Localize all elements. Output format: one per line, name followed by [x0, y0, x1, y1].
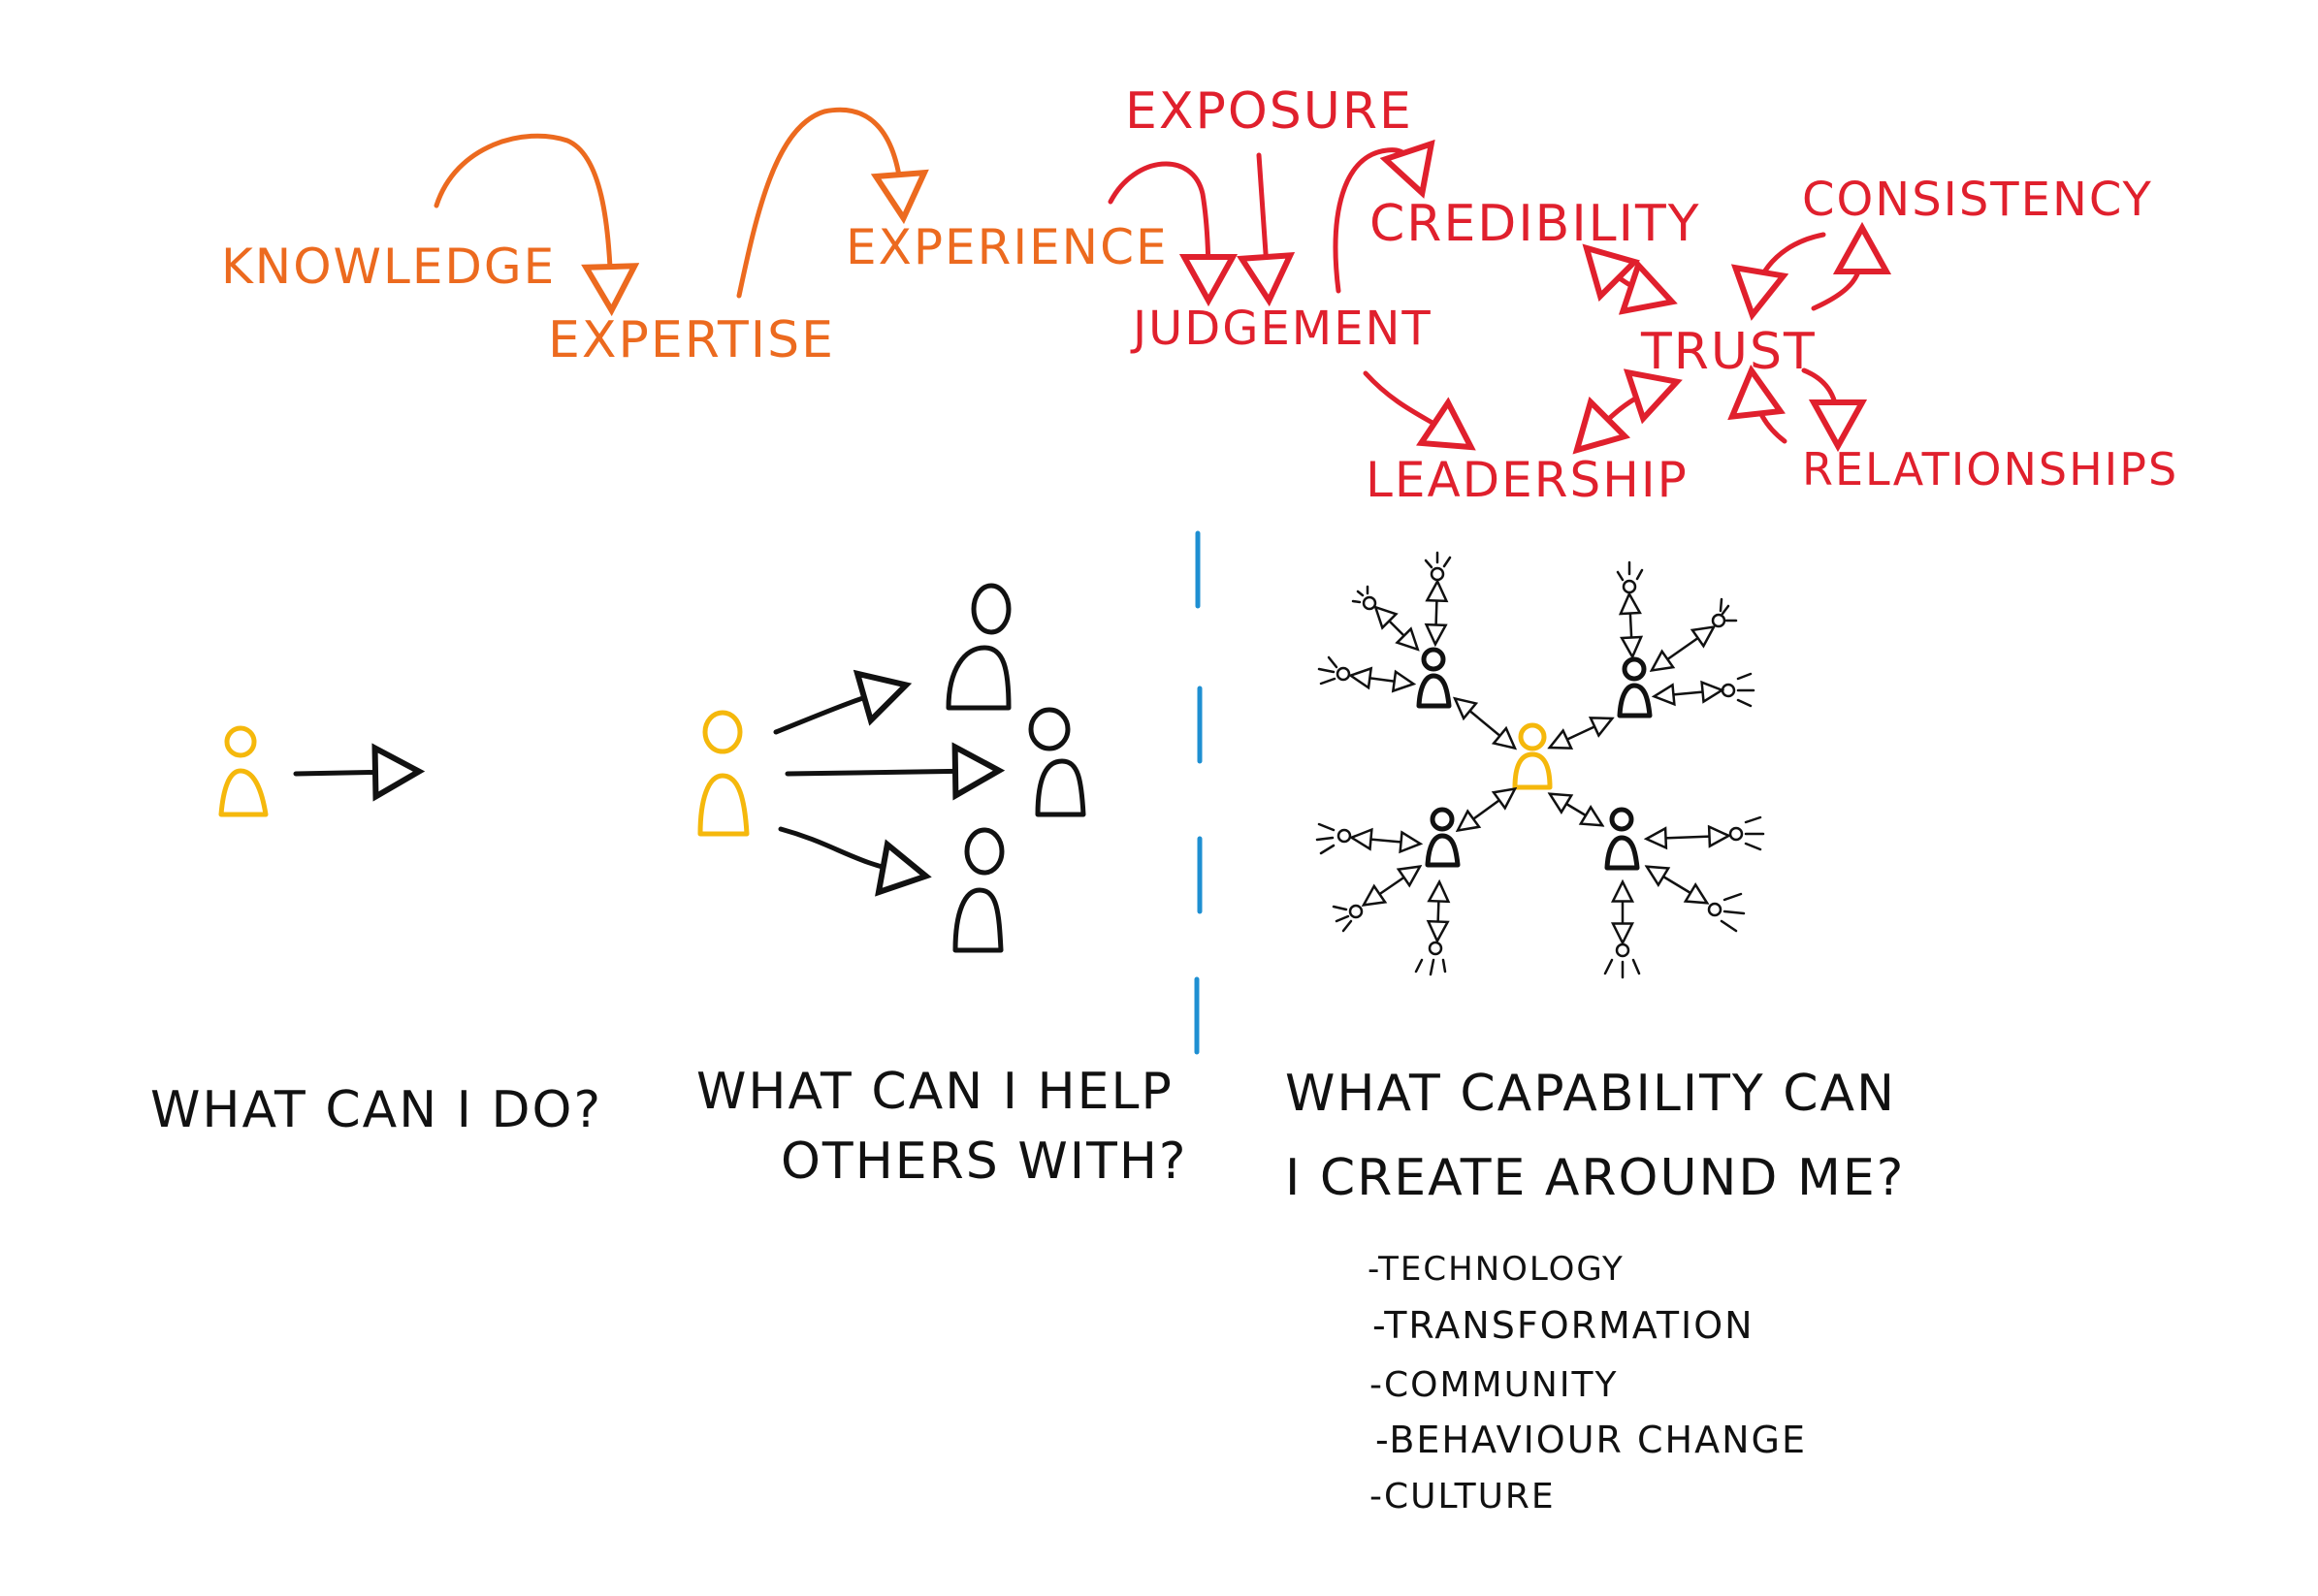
- question-help-line2: OTHERS WITH?: [781, 1133, 1188, 1191]
- arrow-icon: [1460, 790, 1513, 829]
- judgement-to-credibility-arrow: [1333, 150, 1416, 294]
- divider: [1194, 530, 1203, 1055]
- judgement-to-leadership-arrow: [1363, 370, 1455, 436]
- trust-consistency-arrow: [1811, 247, 1862, 311]
- person-icon: [1425, 807, 1461, 868]
- outer-nodes: [1315, 551, 1765, 979]
- arrow-icon: [785, 771, 980, 774]
- list-item: -CULTURE: [1369, 1477, 1556, 1516]
- question-capability-line1: WHAT CAPABILITY CAN: [1285, 1065, 1896, 1123]
- person-icon: [1028, 707, 1086, 817]
- person-icon: [1617, 656, 1653, 718]
- arrow-icon: [778, 826, 907, 873]
- consistency-trust-arrow: [1755, 232, 1826, 296]
- exposure-label: EXPOSURE: [1125, 82, 1413, 141]
- person-icon: [1416, 647, 1452, 709]
- arrow-icon: [1552, 795, 1600, 824]
- person-icon: [1604, 807, 1640, 871]
- person-icon: [218, 725, 269, 817]
- person-icon: [946, 583, 1012, 711]
- flow-section: KNOWLEDGE EXPERTISE EXPERIENCE EXPOSURE …: [221, 82, 2178, 508]
- arrow-icon: [293, 772, 400, 774]
- credibility-trust-arrow: [1600, 262, 1654, 296]
- capability-list: -TECHNOLOGY -TRANSFORMATION -COMMUNITY -…: [1368, 1250, 1807, 1516]
- list-item: -TECHNOLOGY: [1368, 1250, 1625, 1289]
- list-item: -COMMUNITY: [1369, 1365, 1618, 1405]
- experience-to-judgement-arrow: [1108, 161, 1208, 281]
- experience-label: EXPERIENCE: [846, 219, 1169, 275]
- relationships-trust-arrow: [1754, 390, 1787, 444]
- knowledge-label: KNOWLEDGE: [221, 239, 556, 295]
- judgement-label: JUDGEMENT: [1130, 302, 1433, 356]
- trust-label: TRUST: [1640, 323, 1817, 381]
- expertise-to-experience-arrow: [736, 107, 902, 299]
- expertise-label: EXPERTISE: [548, 311, 835, 369]
- panel-self: WHAT CAN I DO?: [150, 725, 602, 1139]
- arrow-icon: [1457, 700, 1513, 747]
- arrow-icon: [773, 690, 887, 735]
- question-capability-line2: I CREATE AROUND ME?: [1285, 1149, 1905, 1207]
- trust-leadership-arrow: [1591, 388, 1658, 436]
- relationships-label: RELATIONSHIPS: [1802, 443, 2178, 495]
- trust-relationships-arrow: [1801, 367, 1838, 427]
- list-item: -BEHAVIOUR CHANGE: [1375, 1419, 1807, 1461]
- question-help-line1: WHAT CAN I HELP: [696, 1063, 1174, 1121]
- person-icon: [952, 827, 1005, 953]
- knowledge-to-expertise-arrow: [434, 133, 611, 291]
- credibility-label: CREDIBILITY: [1369, 195, 1701, 253]
- leadership-label: LEADERSHIP: [1366, 452, 1689, 508]
- panel-help-others: WHAT CAN I HELP OTHERS WITH?: [696, 583, 1188, 1191]
- consistency-label: CONSISTENCY: [1802, 173, 2153, 227]
- arrow-icon: [1552, 719, 1610, 747]
- question-what-can-i-do: WHAT CAN I DO?: [150, 1081, 602, 1139]
- panel-network: WHAT CAPABILITY CAN I CREATE AROUND ME? …: [1285, 551, 1905, 1516]
- person-icon: [697, 710, 750, 837]
- person-icon: [1512, 722, 1553, 790]
- list-item: -TRANSFORMATION: [1372, 1304, 1755, 1347]
- exposure-to-judgement-arrow: [1259, 152, 1268, 281]
